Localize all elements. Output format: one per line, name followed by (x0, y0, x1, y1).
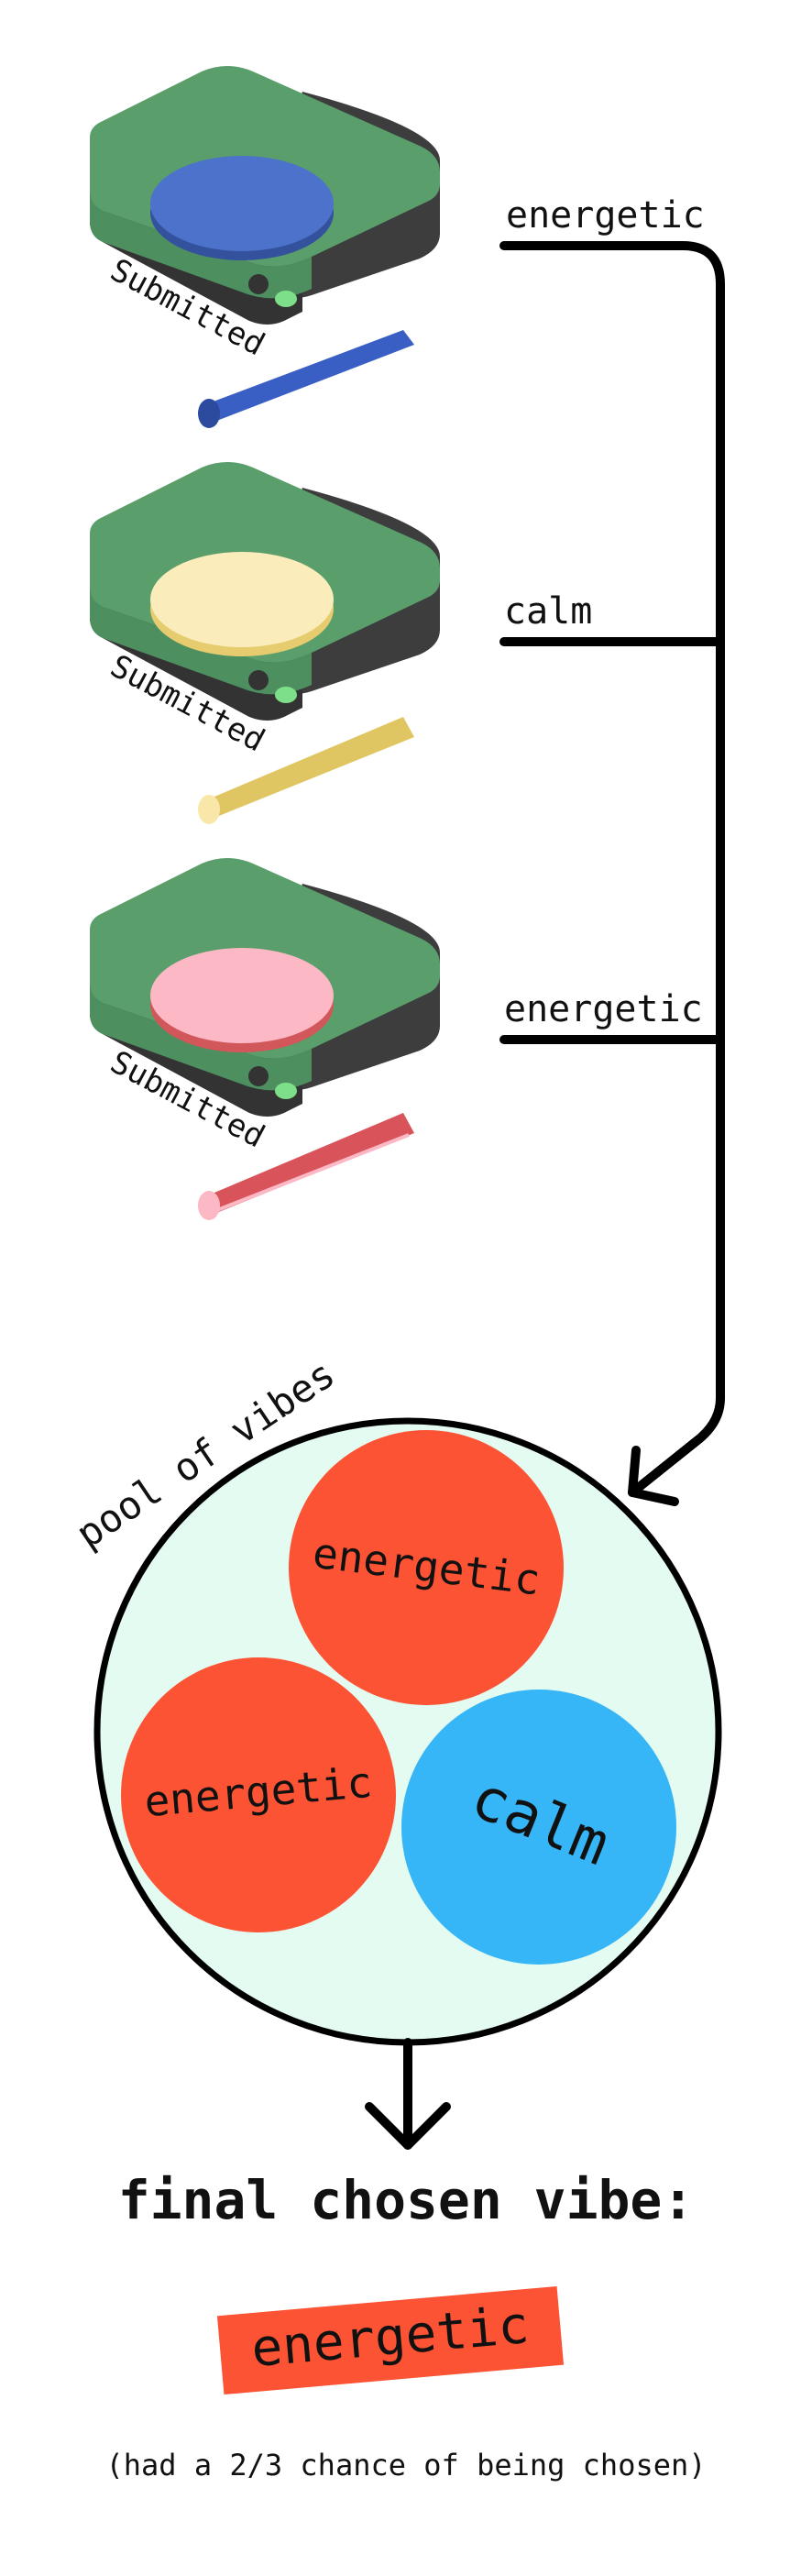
record-disc (150, 156, 334, 251)
vote-label-2: calm (504, 590, 592, 633)
chosen-vibe-badge: energetic (216, 2285, 565, 2395)
down-arrow-icon (365, 2038, 451, 2150)
vote-connector (499, 241, 725, 1506)
vote-ball-3: calm (401, 1690, 676, 1965)
vote-label-1: energetic (506, 194, 705, 237)
arrowhead-icon (628, 1446, 679, 1506)
chance-note: (had a 2/3 chance of being chosen) (105, 2448, 706, 2482)
knob-icon (248, 1066, 269, 1086)
tonearm-icon (198, 717, 414, 824)
tonearm-icon (198, 330, 414, 428)
led-indicator-icon (275, 291, 297, 307)
submitted-device-3: Submitted (90, 858, 440, 1220)
knob-icon (248, 670, 269, 690)
led-indicator-icon (275, 687, 297, 703)
vote-ball-1: energetic (289, 1430, 564, 1705)
knob-icon (248, 274, 269, 294)
vote-ball-2: energetic (121, 1657, 396, 1932)
led-indicator-icon (275, 1083, 297, 1099)
record-disc (150, 552, 334, 647)
record-disc (150, 948, 334, 1043)
result-heading: final chosen vibe: (118, 2169, 695, 2231)
vote-label-3: energetic (504, 988, 703, 1030)
tonearm-icon (198, 1113, 414, 1220)
submitted-device-2: Submitted (90, 462, 440, 824)
submitted-device-1: Submitted (90, 66, 440, 428)
